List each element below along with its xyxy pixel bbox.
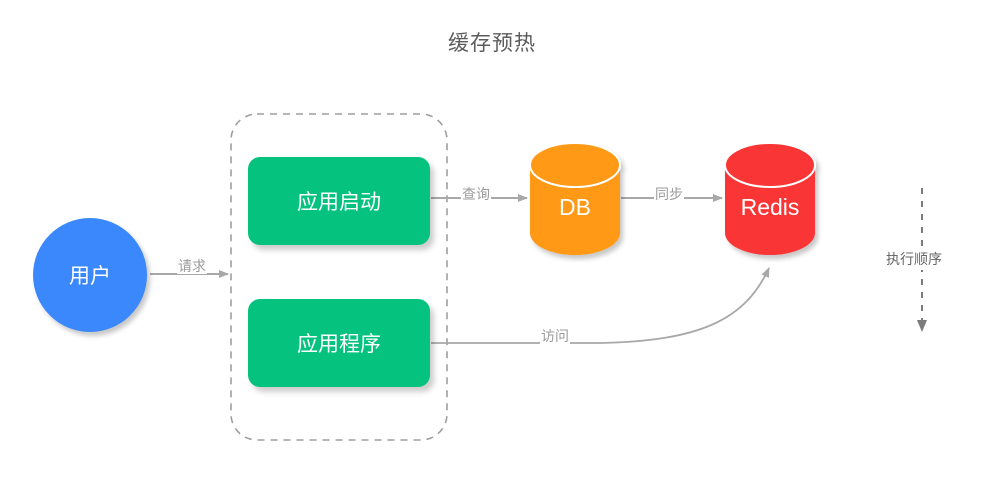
db-cylinder bbox=[529, 142, 621, 255]
node-app-program[interactable] bbox=[248, 299, 430, 387]
app-group-container bbox=[230, 113, 448, 441]
edge-label-request: 请求 bbox=[177, 258, 207, 274]
edge-label-sync: 同步 bbox=[654, 186, 684, 202]
node-app-start[interactable] bbox=[248, 157, 430, 245]
page-title: 缓存预热 bbox=[448, 32, 536, 55]
edge-label-visit: 访问 bbox=[540, 328, 570, 344]
edge-label-query: 查询 bbox=[461, 186, 491, 202]
execution-order-label: 执行顺序 bbox=[884, 248, 944, 270]
redis-cylinder bbox=[724, 142, 816, 255]
node-user[interactable] bbox=[33, 218, 147, 332]
edge-appprogram-to-redis bbox=[431, 267, 770, 344]
